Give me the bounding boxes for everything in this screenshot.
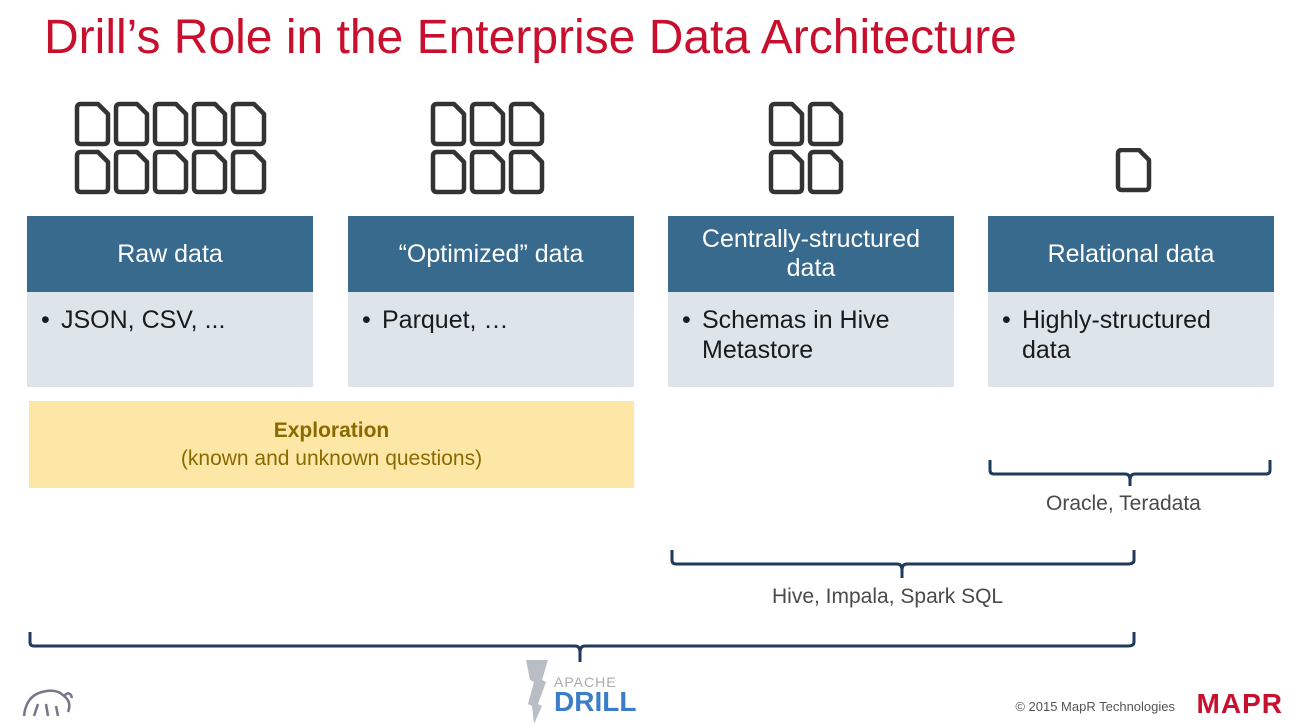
file-icon [191,101,228,147]
file-icon [113,101,150,147]
file-icon [807,149,844,195]
file-icons-optimized [430,101,545,195]
exploration-subtitle: (known and unknown questions) [180,447,483,470]
bracket-central [670,550,1136,578]
file-icon [430,101,467,147]
file-icon [74,149,111,195]
column-body: • Parquet, … [348,292,634,387]
file-icon [469,149,506,195]
file-icon [74,101,111,147]
file-icon [191,149,228,195]
bullet-text: Schemas in Hive [702,306,890,334]
file-icon [768,149,805,195]
file-icon [430,149,467,195]
drill-logo-top: APACHE [554,674,617,690]
column-header: Centrally-structured data [668,216,954,292]
bullet-icon: • [682,306,691,334]
mapr-logo: MAPR [1196,688,1283,719]
file-icon [508,101,545,147]
file-icons-central [768,101,844,195]
bracket-drill [28,632,1136,662]
column-optimized-data: “Optimized” data • Parquet, … [348,216,634,387]
file-icons-raw [74,101,267,195]
bullet-text: data [1022,336,1071,364]
elephant-icon [22,689,74,717]
drill-bit-icon [526,660,548,724]
bullet-text: JSON, CSV, ... [61,306,226,334]
bracket-label-relational: Oracle, Teradata [1046,492,1201,515]
bracket-label-central: Hive, Impala, Spark SQL [772,585,1004,608]
file-icon [768,101,805,147]
exploration-heading: Exploration [273,419,390,442]
file-icon [152,149,189,195]
bracket-relational [988,460,1272,486]
bullet-icon: • [1002,306,1011,334]
file-icon [152,101,189,147]
file-icon [469,101,506,147]
file-icon [230,101,267,147]
file-icon [230,149,267,195]
bullet-text: Parquet, … [382,306,509,334]
column-header: Relational data [988,216,1274,292]
column-header: Raw data [27,216,313,292]
column-body: • JSON, CSV, ... [27,292,313,387]
column-header: “Optimized” data [348,216,634,292]
file-icon [508,149,545,195]
column-central-data: Centrally-structured data • Schemas in H… [668,216,954,387]
bullet-icon: • [362,306,371,334]
file-icon [807,101,844,147]
file-icon [113,149,150,195]
file-icon [1115,148,1152,193]
drill-logo-main: DRILL [554,686,637,717]
exploration-band: Exploration (known and unknown questions… [29,401,634,488]
bullet-text: Highly-structured [1022,306,1211,334]
file-icon-relational [1115,148,1152,193]
bullet-text: Metastore [702,336,814,364]
page-title: Drill’s Role in the Enterprise Data Arch… [44,11,1017,64]
column-raw-data: Raw data • JSON, CSV, ... [27,216,313,387]
copyright: © 2015 MapR Technologies [1015,699,1175,714]
bullet-icon: • [41,306,50,334]
